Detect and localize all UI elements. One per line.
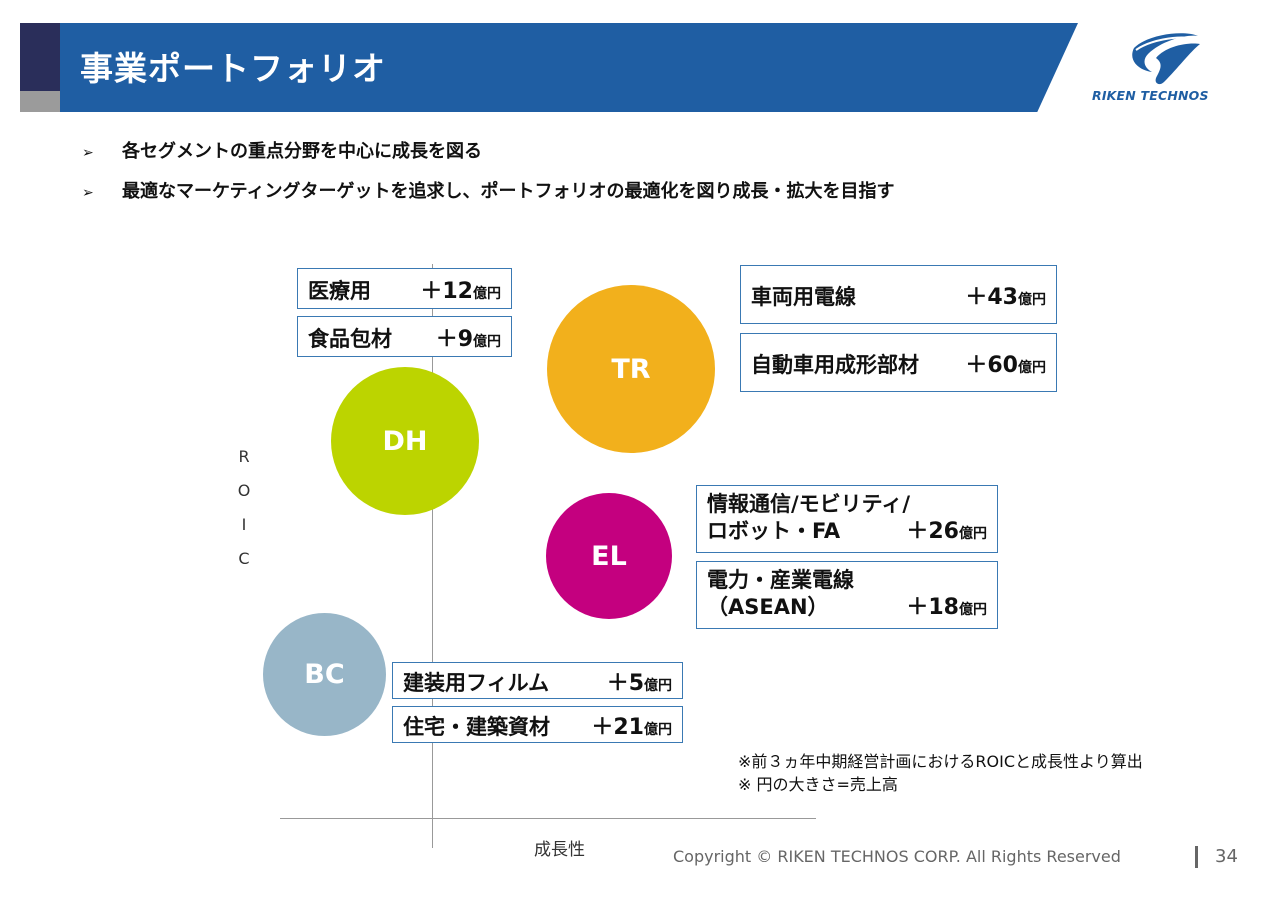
segment-label: BC [304, 659, 345, 690]
box-value: ＋5 [606, 670, 644, 696]
box-name: 車両用電線 [751, 284, 856, 309]
box-value: ＋43 [965, 284, 1018, 310]
segment-circle-el: EL [546, 493, 672, 619]
box-name: 食品包材 [308, 326, 392, 351]
copyright: Copyright © RIKEN TECHNOS CORP. All Righ… [673, 847, 1121, 866]
swoosh-logo-icon [1132, 33, 1200, 85]
page-title: 事業ポートフォリオ [80, 49, 386, 88]
box-value: ＋26 [906, 518, 959, 544]
box-unit: 億円 [644, 677, 672, 694]
segment-label: TR [611, 353, 651, 385]
footer-divider [1195, 846, 1198, 868]
logo-text: RIKEN TECHNOS [1092, 88, 1209, 103]
segment-circle-bc: BC [263, 613, 386, 736]
box-name: 医療用 [308, 278, 371, 303]
header-accent-block [20, 23, 60, 91]
box-name-line1: 情報通信/モビリティ/ [707, 491, 911, 516]
box-value: ＋21 [591, 714, 644, 740]
segment-circle-dh: DH [331, 367, 479, 515]
box-name: 自動車用成形部材 [751, 352, 919, 377]
arrow-bullet-icon: ➢ [82, 185, 94, 201]
page-number: 34 [1215, 846, 1238, 867]
x-axis-line [280, 818, 816, 819]
box-unit: 億円 [1018, 359, 1046, 376]
box-unit: 億円 [644, 721, 672, 738]
box-unit: 億円 [473, 333, 501, 350]
box-unit: 億円 [959, 601, 987, 618]
box-name: 建装用フィルム [403, 670, 550, 695]
box-value: ＋12 [420, 278, 473, 304]
note-circle-size: ※ 円の大きさ=売上高 [738, 775, 898, 794]
segment-label: DH [382, 425, 428, 457]
box-name-line1: 電力・産業電線 [707, 567, 854, 592]
bullet-text: 各セグメントの重点分野を中心に成長を図る [122, 141, 482, 162]
x-axis-label: 成長性 [534, 840, 585, 860]
note-roic: ※前３ヵ年中期経営計画におけるROICと成長性より算出 [738, 752, 1143, 771]
box-value: ＋18 [906, 594, 959, 620]
bullet-text: 最適なマーケティングターゲットを追求し、ポートフォリオの最適化を図り成長・拡大を… [122, 181, 895, 202]
bullet-item: ➢ 最適なマーケティングターゲットを追求し、ポートフォリオの最適化を図り成長・拡大… [82, 177, 895, 203]
box-name: 住宅・建築資材 [403, 714, 550, 739]
box-unit: 億円 [473, 285, 501, 302]
header-accent-gray [20, 91, 60, 112]
y-axis-line [432, 264, 433, 848]
box-unit: 億円 [959, 525, 987, 542]
y-axis-label: R O I C [237, 447, 251, 568]
segment-circle-tr: TR [547, 285, 715, 453]
segment-label: EL [591, 540, 627, 572]
arrow-bullet-icon: ➢ [82, 145, 94, 161]
box-name-line2: ロボット・FA [707, 518, 841, 543]
box-unit: 億円 [1018, 291, 1046, 308]
box-value: ＋9 [435, 326, 473, 352]
box-value: ＋60 [965, 352, 1018, 378]
bullet-item: ➢ 各セグメントの重点分野を中心に成長を図る [82, 137, 482, 163]
header-bar [60, 23, 1078, 112]
box-name-line2: （ASEAN） [707, 594, 829, 619]
